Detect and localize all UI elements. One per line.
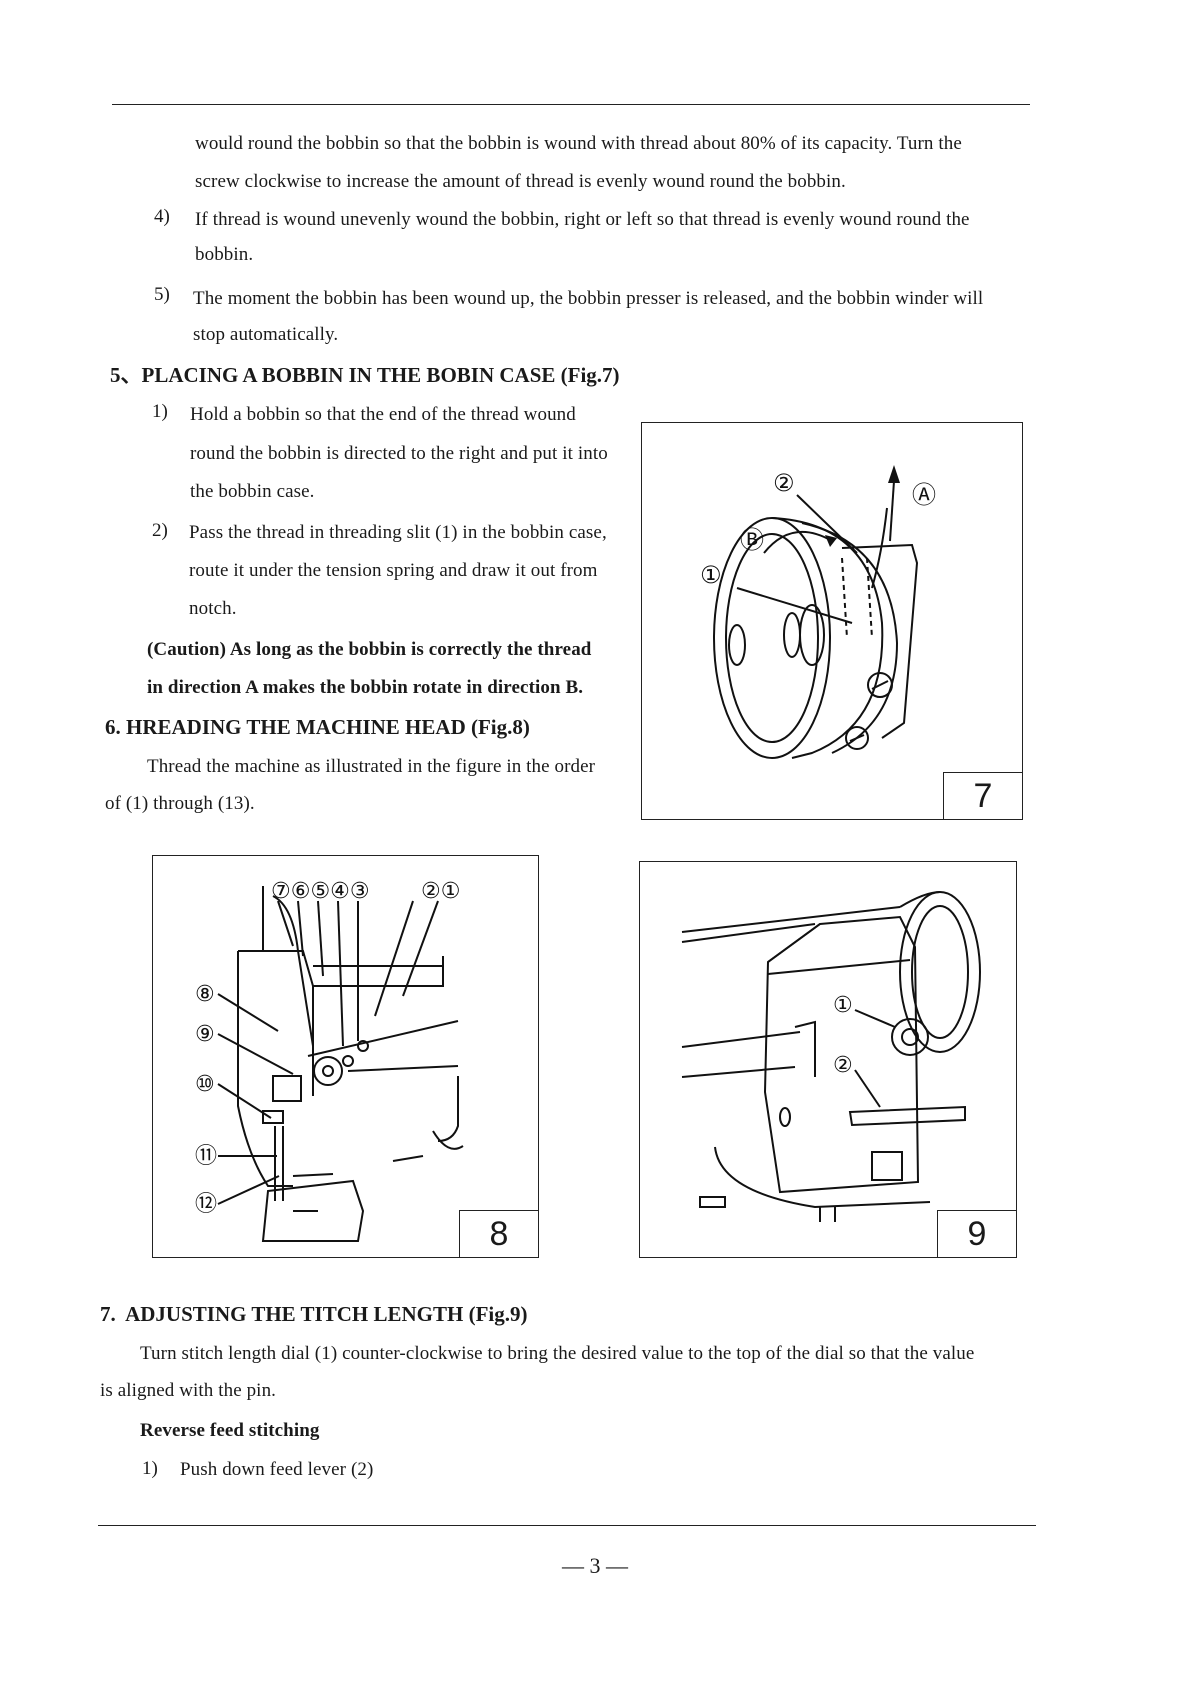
figure-8-number: 8 <box>459 1210 539 1258</box>
s4-item5-number: 5) <box>154 284 170 305</box>
s4-item5-line2: stop automatically. <box>193 324 339 345</box>
s7-item1-text: Push down feed lever (2) <box>180 1459 374 1480</box>
figure-9: ① ② 9 <box>639 861 1017 1258</box>
s5-caution-line1: (Caution) As long as the bobbin is corre… <box>147 639 592 660</box>
bottom-rule <box>98 1525 1036 1526</box>
s5-item2-line2: route it under the tension spring and dr… <box>189 560 598 581</box>
figure-7-number: 7 <box>943 772 1023 820</box>
s5-caution-line2: in direction A makes the bobbin rotate i… <box>147 677 584 698</box>
fig7-label-1: ① <box>700 561 722 589</box>
s6-line1: Thread the machine as illustrated in the… <box>147 756 596 777</box>
s5-item2-number: 2) <box>152 520 168 541</box>
s4-item4-line1: If thread is wound unevenly wound the bo… <box>195 209 970 230</box>
section6-heading: 6. HREADING THE MACHINE HEAD (Fig.8) <box>105 715 530 739</box>
top-rule <box>112 104 1030 105</box>
fig9-label-2: ② <box>833 1053 853 1078</box>
section5-heading: 5、PLACING A BOBBIN IN THE BOBIN CASE (Fi… <box>110 363 620 387</box>
fig8-label-12: ⑫ <box>195 1192 217 1217</box>
page-number: — 3 — <box>562 1553 628 1578</box>
s5-item1-number: 1) <box>152 401 168 422</box>
s7-subheading: Reverse feed stitching <box>140 1420 320 1441</box>
s5-item1-line3: the bobbin case. <box>190 481 315 502</box>
s4-line2: screw clockwise to increase the amount o… <box>195 171 846 192</box>
s5-item1-line1: Hold a bobbin so that the end of the thr… <box>190 404 576 425</box>
s7-line1: Turn stitch length dial (1) counter-cloc… <box>140 1343 975 1364</box>
s4-item4-line2: bobbin. <box>195 244 254 265</box>
s7-item1-number: 1) <box>142 1458 158 1479</box>
fig7-label-a: Ⓐ <box>912 481 936 509</box>
s5-item1-line2: round the bobbin is directed to the righ… <box>190 443 608 464</box>
fig8-label-10: ⑩ <box>195 1072 215 1097</box>
figure-8: ⑦⑥⑤④③ ②① ⑧ ⑨ ⑩ ⑪ ⑫ 8 <box>152 855 539 1258</box>
s7-line2: is aligned with the pin. <box>100 1380 277 1401</box>
fig8-label-11: ⑪ <box>195 1144 217 1169</box>
section7-heading: 7. ADJUSTING THE TITCH LENGTH (Fig.9) <box>100 1302 528 1326</box>
s4-line1: would round the bobbin so that the bobbi… <box>195 133 962 154</box>
s6-line2: of (1) through (13). <box>105 793 255 814</box>
fig7-label-2: ② <box>773 469 795 497</box>
figure-7: ② Ⓐ Ⓑ ① 7 <box>641 422 1023 820</box>
fig7-label-b: Ⓑ <box>740 526 764 554</box>
fig9-label-1: ① <box>833 993 853 1018</box>
stitch-length-dial-illustration: ① ② <box>681 891 981 1222</box>
s4-item5-line1: The moment the bobbin has been wound up,… <box>193 288 984 309</box>
s5-item2-line1: Pass the thread in threading slit (1) in… <box>189 522 607 543</box>
fig8-label-9: ⑨ <box>195 1022 215 1047</box>
fig8-label-8: ⑧ <box>195 982 215 1007</box>
machine-threading-illustration: ⑦⑥⑤④③ ②① ⑧ ⑨ ⑩ ⑪ ⑫ <box>195 879 464 1242</box>
fig8-top-labels: ⑦⑥⑤④③ <box>271 879 370 904</box>
s5-item2-line3: notch. <box>189 598 237 619</box>
fig8-top-labels-right: ②① <box>421 879 460 904</box>
figure-9-number: 9 <box>937 1210 1017 1258</box>
bobbin-case-illustration: ② Ⓐ Ⓑ ① <box>700 465 936 759</box>
s4-item4-number: 4) <box>154 206 170 227</box>
